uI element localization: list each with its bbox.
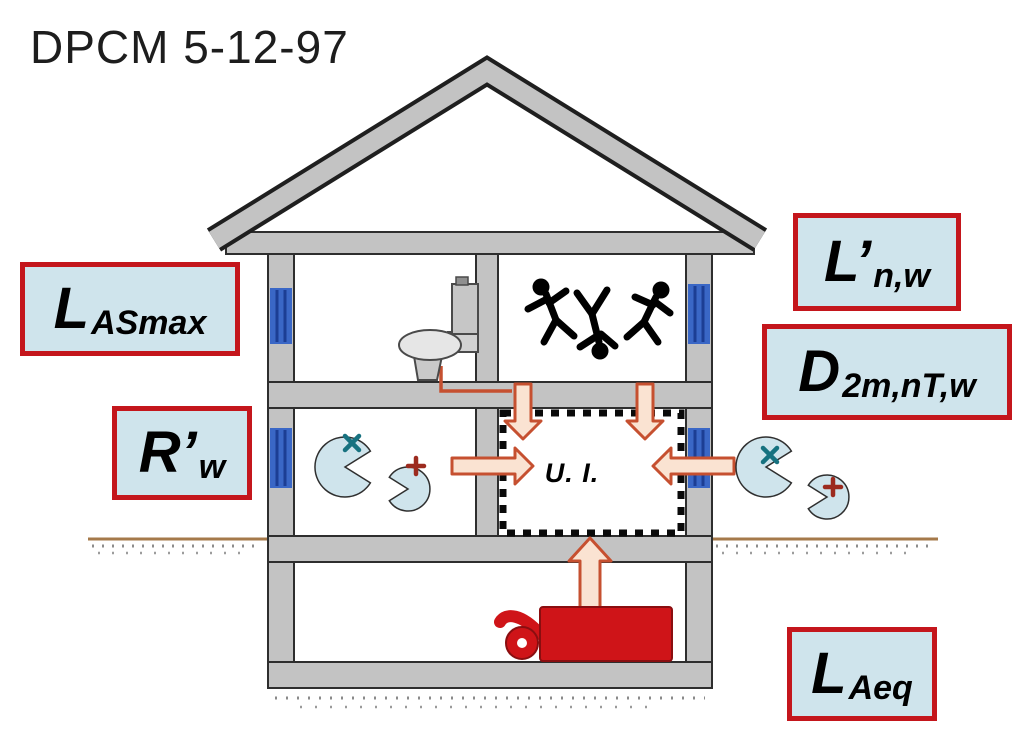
label-r-w: R’w [112, 406, 252, 500]
dancer-figure [524, 278, 578, 346]
page-title: DPCM 5-12-97 [30, 21, 349, 73]
roof-outline [206, 55, 768, 252]
insulation-left-top [270, 288, 292, 344]
toilet-drain-line [439, 366, 512, 393]
basement-slab [267, 661, 713, 689]
pacman-big-icon [735, 436, 793, 498]
pacman-small-icon [807, 474, 850, 520]
insulation-right-top [688, 284, 710, 344]
plus-marker-icon [822, 476, 844, 498]
ceiling-slab [225, 231, 755, 255]
param-main: D [798, 339, 841, 404]
param-main: L [811, 641, 847, 706]
ground-line-left [88, 537, 268, 555]
floor-slab-lower [267, 535, 713, 563]
param-main: L’ [824, 229, 872, 294]
interior-wall-top-floor [475, 253, 499, 383]
plus-marker-icon [405, 455, 427, 477]
param-main: R’ [138, 420, 197, 485]
param-sub: ASmax [91, 304, 207, 342]
param-sub: 2m,nT,w [842, 367, 976, 405]
x-marker-icon [342, 433, 362, 453]
arrow-top-left-down-icon [503, 382, 543, 441]
dancer-figure [573, 286, 619, 360]
arrow-bottom-up-icon [567, 536, 613, 616]
ground-speckle-below-house [275, 696, 705, 709]
toilet-icon [398, 276, 479, 381]
pacman-small-icon [388, 466, 431, 512]
ground-line-right [712, 537, 938, 555]
pacman-noise-source-right [735, 436, 850, 520]
x-marker-icon [760, 445, 780, 465]
label-l-n-w: L’n,w [793, 213, 961, 311]
pacman-big-icon [314, 436, 372, 498]
insulation-left-mid [270, 428, 292, 488]
pacman-noise-source-left [314, 433, 431, 512]
dancing-figures-icon [524, 278, 674, 360]
roof-band [208, 59, 766, 249]
dancer-figure [623, 281, 674, 346]
param-sub: Aeq [848, 669, 913, 707]
param-main: L [53, 276, 90, 341]
sound-path-arrows [450, 382, 736, 616]
arrow-right-in-icon [651, 446, 736, 486]
house-structure [206, 55, 768, 689]
arrow-top-right-down-icon [625, 382, 665, 441]
arrow-left-in-icon [450, 446, 535, 486]
param-sub: w [198, 448, 226, 486]
ui-room-label: U. I. [544, 457, 600, 488]
param-sub: n,w [873, 257, 930, 295]
boiler-icon [494, 606, 673, 662]
